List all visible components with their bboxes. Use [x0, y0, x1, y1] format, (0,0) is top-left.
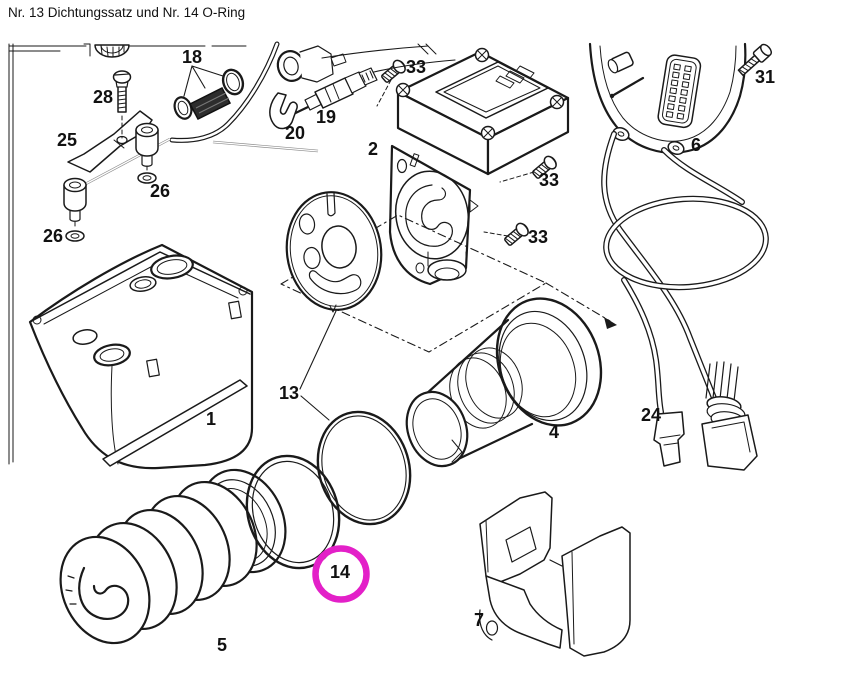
part-33-screws [376, 57, 560, 249]
part-20-clip [269, 92, 298, 130]
part-label-1: 1 [206, 409, 216, 429]
highlight-circle-14 [312, 545, 370, 603]
part-label-2: 2 [368, 139, 378, 159]
part-label-13: 13 [279, 383, 299, 403]
part-5-heat-exchanger [59, 468, 287, 645]
part-label-33-bottom: 33 [528, 227, 548, 247]
part-6-control-unit [588, 42, 747, 156]
part-label-28: 28 [93, 87, 113, 107]
part-26-grommet-left [63, 177, 87, 242]
part-19-glow-plug [279, 59, 456, 122]
part-18-sleeve-orings [173, 65, 245, 120]
part-label-31: 31 [755, 67, 775, 87]
fuel-fitting [276, 45, 429, 83]
part-label-25: 25 [57, 130, 77, 150]
part-label-33-right: 33 [539, 170, 559, 190]
wiring-harness [601, 131, 769, 415]
part-label-26-mid: 26 [150, 181, 170, 201]
part-label-33-top: 33 [406, 57, 426, 77]
part-7-bracket [479, 491, 631, 657]
page-title: Nr. 13 Dichtungssatz und Nr. 14 O-Ring [8, 5, 246, 20]
part-labels: 18 28 25 26 26 1 13 5 14 2 19 20 33 33 3… [43, 47, 775, 655]
part-label-5: 5 [217, 635, 227, 655]
part-24-connector [653, 411, 685, 467]
part-label-20: 20 [285, 123, 305, 143]
part-1-housing [28, 243, 254, 470]
part-label-18: 18 [182, 47, 202, 67]
cutoff-frame-lines [8, 43, 437, 465]
part-2-blower-assembly [388, 47, 570, 286]
part-4-burner-tube [405, 297, 603, 468]
part-26-grommet-mid [135, 122, 159, 184]
part-label-26-left: 26 [43, 226, 63, 246]
part-13-gasket [285, 191, 383, 421]
harness-connector-large [701, 361, 758, 471]
part-label-4: 4 [549, 422, 559, 442]
part-label-19: 19 [316, 107, 336, 127]
part-14-o-ring [245, 454, 341, 570]
part-28-screw [112, 70, 132, 139]
part-label-7: 7 [474, 610, 484, 630]
part-label-14: 14 [330, 562, 350, 582]
part-label-24: 24 [641, 405, 661, 425]
part-label-6: 6 [691, 135, 701, 155]
